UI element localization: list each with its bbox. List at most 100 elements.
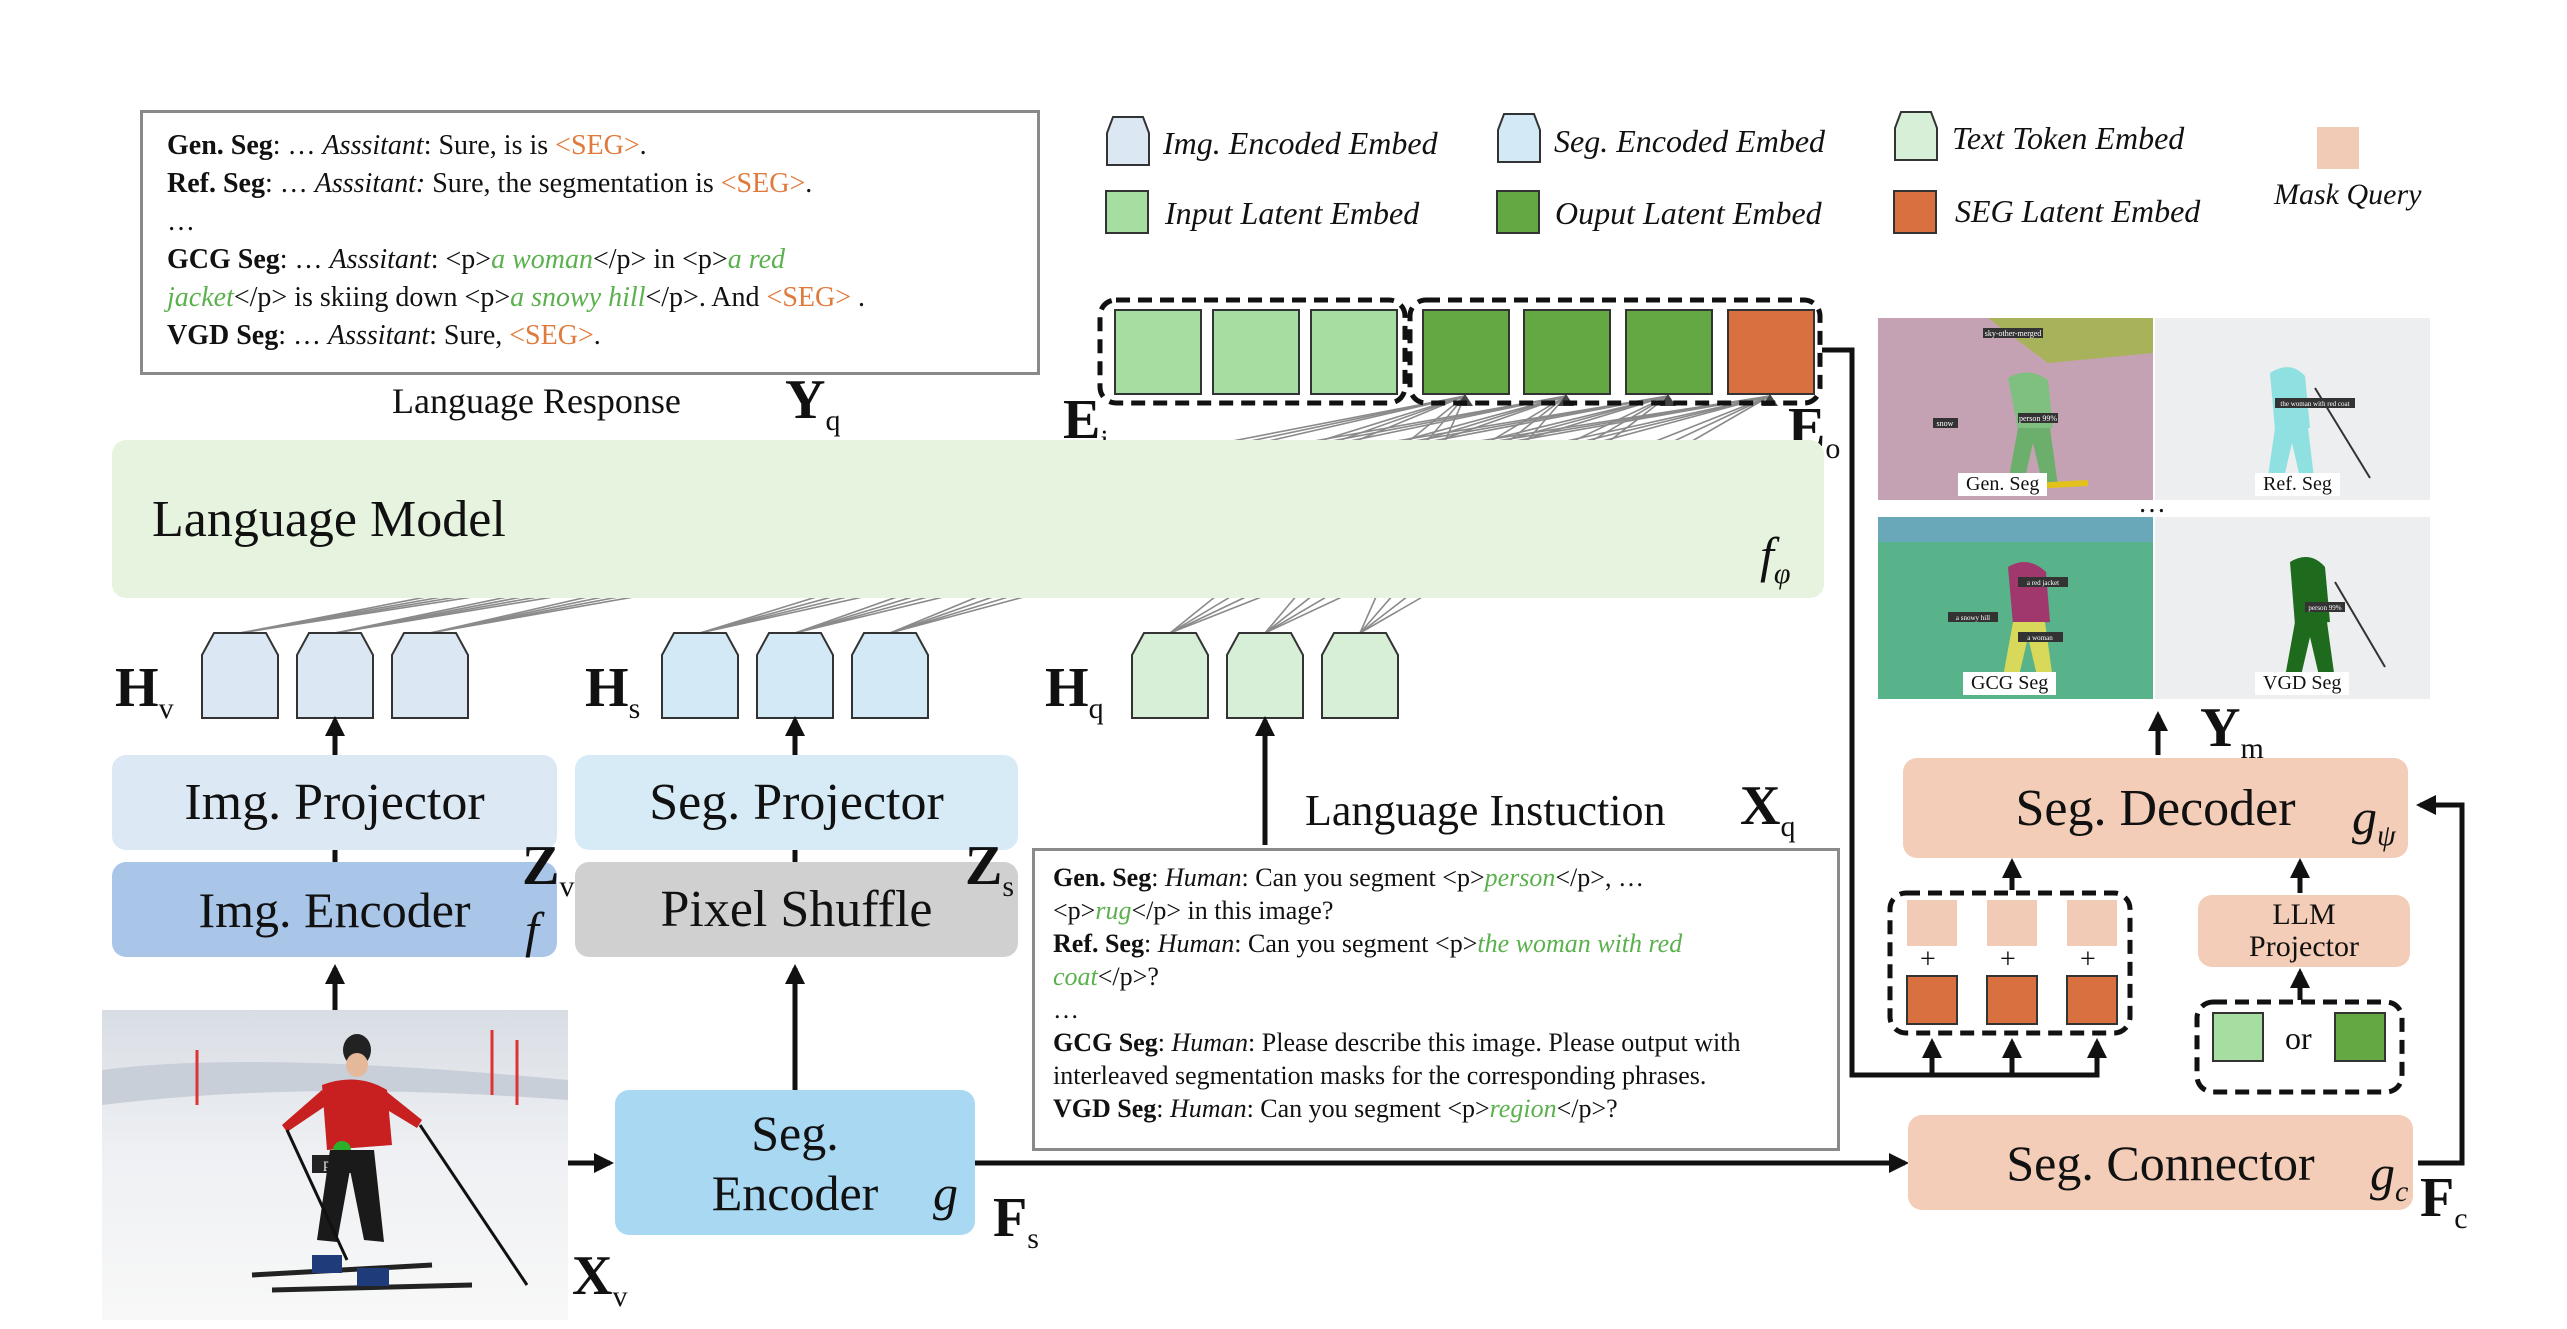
seg-embed-legend-icon bbox=[1497, 113, 1541, 163]
legend-label: Text Token Embed bbox=[1952, 120, 2185, 156]
svg-text:snow: snow bbox=[1937, 419, 1954, 428]
instruction-gen-seg: Gen. Seg: Human: Can you segment <p>pers… bbox=[1053, 863, 1644, 892]
response-gcg-seg-cont: jacket</p> is skiing down <p>a snowy hil… bbox=[167, 282, 866, 313]
seg-latent-square bbox=[2066, 975, 2118, 1025]
svg-text:person 99%: person 99% bbox=[2308, 604, 2341, 612]
svg-text:person 99%: person 99% bbox=[2019, 414, 2057, 423]
symbol-fs: Fs bbox=[993, 1187, 1039, 1256]
input-latent-square bbox=[1114, 309, 1202, 395]
language-model-block: Language Model bbox=[112, 440, 1824, 598]
response-ellipsis: … bbox=[167, 206, 195, 237]
output-latent-square bbox=[2334, 1012, 2386, 1062]
language-response-label: Language Response bbox=[392, 381, 681, 421]
seg-latent-square bbox=[1906, 975, 1958, 1025]
seg-latent-square bbox=[1727, 309, 1815, 395]
response-gen-seg: Gen. Seg: … Asssitant: Sure, is is <SEG>… bbox=[167, 130, 647, 161]
skier-photo: person bbox=[102, 1010, 568, 1320]
symbol-f-phi: fφ bbox=[1760, 527, 1791, 590]
seg-latent-square bbox=[1986, 975, 2038, 1025]
response-gcg-seg: GCG Seg: … Asssitant: <p>a woman</p> in … bbox=[167, 244, 786, 275]
symbol-g-psi: gψ bbox=[2352, 789, 2396, 852]
input-latent-group bbox=[1097, 297, 1408, 406]
seg-embed-token bbox=[661, 632, 739, 719]
result-label: Ref. Seg bbox=[2255, 473, 2340, 496]
svg-text:a red jacket: a red jacket bbox=[2027, 579, 2059, 587]
svg-text:the woman with red coat: the woman with red coat bbox=[2280, 400, 2349, 408]
symbol-yq: Yq bbox=[785, 369, 841, 438]
output-latent-legend-icon bbox=[1496, 190, 1540, 234]
symbol-zv: Zv bbox=[522, 835, 575, 904]
symbol-xv: Xv bbox=[572, 1245, 628, 1314]
img-projector-label: Img. Projector bbox=[184, 774, 485, 831]
language-response-box: Gen. Seg: … Asssitant: Sure, is is <SEG>… bbox=[140, 110, 1040, 375]
seg-connector-block: Seg. Connector bbox=[1908, 1115, 2413, 1210]
input-latent-square bbox=[1310, 309, 1398, 395]
instruction-ref-seg: Ref. Seg: Human: Can you segment <p>the … bbox=[1053, 929, 1683, 958]
input-latent-legend-icon bbox=[1105, 190, 1149, 234]
img-encoder-block: Img. Encoder bbox=[112, 862, 557, 957]
plus-sign: + bbox=[2080, 944, 2096, 975]
svg-text:a snowy hill: a snowy hill bbox=[1956, 614, 1990, 622]
latent-choice-group bbox=[2194, 999, 2405, 1095]
text-embed-token bbox=[1226, 632, 1304, 719]
seg-encoder-label-2: Encoder bbox=[711, 1164, 879, 1221]
symbol-g-c: gc bbox=[2370, 1145, 2409, 1208]
instruction-vgd-seg: VGD Seg: Human: Can you segment <p>regio… bbox=[1053, 1094, 1618, 1123]
seg-connector-label: Seg. Connector bbox=[2006, 1134, 2315, 1191]
mask-query-group bbox=[1887, 890, 2133, 1036]
text-embed-token bbox=[1131, 632, 1209, 719]
input-latent-square bbox=[1212, 309, 1300, 395]
output-latent-square bbox=[1523, 309, 1611, 395]
symbol-hs: Hs bbox=[585, 657, 641, 726]
response-ref-seg: Ref. Seg: … Asssitant: Sure, the segment… bbox=[167, 168, 813, 199]
flow-arrows bbox=[325, 347, 2465, 1173]
seg-encoder-label-1: Seg. bbox=[751, 1104, 839, 1161]
symbol-fc: Fc bbox=[2420, 1167, 2468, 1236]
input-image: person bbox=[102, 1010, 568, 1320]
result-panel-gcg-seg: a red jacket a snowy hill a woman GCG Se… bbox=[1878, 517, 2153, 699]
img-embed-token bbox=[391, 632, 469, 719]
output-latent-group bbox=[1407, 297, 1823, 406]
symbol-f: f bbox=[525, 902, 539, 958]
language-instruction-label: Language Instuction bbox=[1305, 786, 1666, 835]
seg-decoder-label: Seg. Decoder bbox=[2015, 779, 2296, 837]
text-embed-token bbox=[1321, 632, 1399, 719]
svg-text:a woman: a woman bbox=[2027, 634, 2053, 642]
llm-projector-block: LLM Projector bbox=[2198, 895, 2410, 967]
mask-query-square bbox=[2067, 900, 2117, 946]
text-embed-legend-icon bbox=[1894, 111, 1938, 161]
instruction-ref-seg-cont: coat</p>? bbox=[1053, 962, 1159, 991]
symbol-xq: Xq bbox=[1740, 775, 1796, 844]
seg-projector-block: Seg. Projector bbox=[575, 755, 1018, 850]
ref-seg-visual: the woman with red coat bbox=[2155, 318, 2430, 500]
language-instruction-box: Gen. Seg: Human: Can you segment <p>pers… bbox=[1032, 848, 1840, 1151]
arrow-eo-to-mask-group bbox=[1822, 347, 2107, 1078]
legend-label: Img. Encoded Embed bbox=[1163, 125, 1438, 161]
instruction-ellipsis: … bbox=[1053, 995, 1079, 1024]
pixel-shuffle-block: Pixel Shuffle bbox=[575, 862, 1018, 957]
legend-label: SEG Latent Embed bbox=[1955, 193, 2201, 229]
or-label: or bbox=[2285, 1020, 2312, 1056]
vgd-seg-visual: person 99% bbox=[2155, 517, 2430, 699]
mask-query-square bbox=[1987, 900, 2037, 946]
results-ellipsis: … bbox=[2138, 488, 2166, 519]
seg-embed-token bbox=[851, 632, 929, 719]
legend-label: Input Latent Embed bbox=[1165, 195, 1420, 231]
symbol-zs: Zs bbox=[965, 835, 1015, 904]
img-embed-token bbox=[201, 632, 279, 719]
plus-sign: + bbox=[1920, 944, 1936, 975]
seg-latent-legend-icon bbox=[1893, 190, 1937, 234]
legend-label: Mask Query bbox=[2274, 178, 2422, 211]
legend-label: Ouput Latent Embed bbox=[1555, 195, 1822, 231]
plus-sign: + bbox=[2000, 944, 2016, 975]
legend-label: Seg. Encoded Embed bbox=[1554, 123, 1826, 159]
gcg-seg-visual: a red jacket a snowy hill a woman bbox=[1878, 517, 2153, 699]
token-embeddings bbox=[201, 632, 1399, 719]
result-panel-vgd-seg: person 99% VGD Seg bbox=[2155, 517, 2430, 699]
instruction-gcg-seg: GCG Seg: Human: Please describe this ima… bbox=[1053, 1028, 1741, 1057]
symbol-g: g bbox=[933, 1165, 958, 1221]
seg-projector-label: Seg. Projector bbox=[649, 774, 944, 831]
output-latent-square bbox=[1625, 309, 1713, 395]
input-latent-square bbox=[2212, 1012, 2264, 1062]
